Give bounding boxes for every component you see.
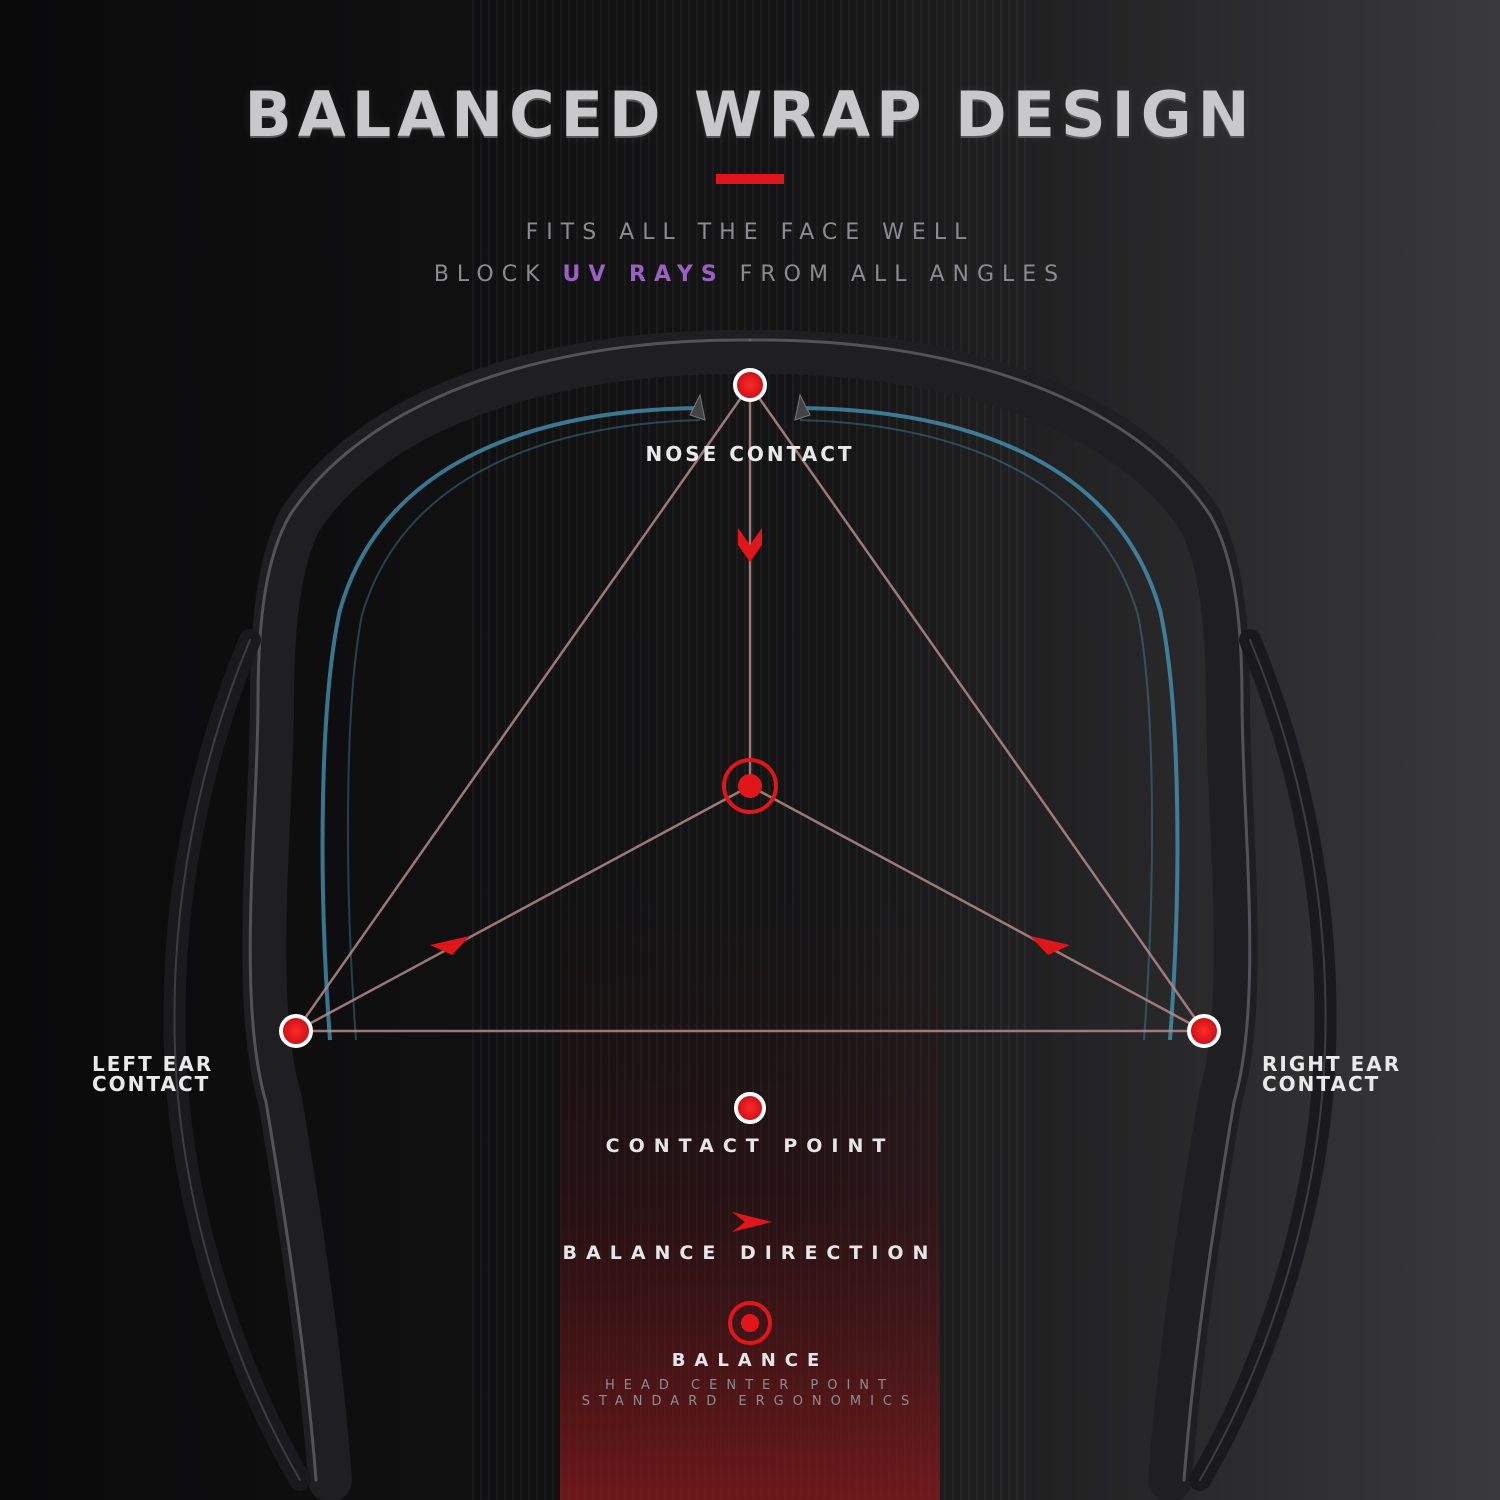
balance-arrows [430,528,1070,955]
subtitle-uv: BLOCK UV RAYS FROM ALL ANGLES [0,262,1500,287]
contact-points [279,368,1221,1048]
arrow-down-icon [738,528,762,562]
line-right-ear-center [749,784,1205,1033]
legend-balance-direction-icon [732,1212,772,1232]
left-ear-label-line1: LEFT EAR [92,1052,214,1076]
inner-glow-arcs [320,406,1180,1041]
subtitle-uv-before: BLOCK [433,262,563,287]
legend-balance-desc-line1: HEAD CENTER POINT [605,1378,895,1393]
legend-icons [728,1092,772,1345]
legend-contact-point-icon [734,1092,766,1124]
line-nose-left-ear [294,384,752,1032]
legend-balance-direction-label: BALANCE DIRECTION [562,1242,938,1264]
subtitle-uv-after: FROM ALL ANGLES [724,262,1067,287]
subtitle-fit: FITS ALL THE FACE WELL [525,220,975,245]
subtitle-uv-highlight: UV RAYS [562,262,725,287]
left-ear-label-line2: CONTACT [92,1072,211,1096]
line-nose-right-ear [748,384,1206,1032]
nose-contact-dot [733,368,767,402]
right-ear-contact-dot [1187,1014,1221,1048]
legend-balance-label: BALANCE [671,1350,829,1371]
left-ear-contact-label: LEFT EAR CONTACT [92,1054,252,1094]
arrow-left-ear-icon [430,936,470,955]
right-ear-label-line1: RIGHT EAR [1262,1052,1402,1076]
legend-balance-desc-line2: STANDARD ERGONOMICS [581,1394,919,1409]
legend-balance-icon [728,1301,772,1345]
nose-contact-label: NOSE CONTACT [645,442,855,466]
balance-lines [294,384,1206,1033]
right-ear-contact-label: RIGHT EAR CONTACT [1262,1054,1422,1094]
line-left-ear-center [295,784,751,1033]
balance-center-target [722,758,778,814]
glasses-frame [163,329,1337,1500]
arrow-right-ear-icon [1030,936,1070,955]
right-ear-label-line2: CONTACT [1262,1072,1381,1096]
center-red-glow [560,900,940,1500]
left-ear-contact-dot [279,1014,313,1048]
page-title: BALANCED WRAP DESIGN [244,78,1256,151]
title-underline [716,174,784,184]
legend-contact-point-label: CONTACT POINT [605,1135,895,1157]
